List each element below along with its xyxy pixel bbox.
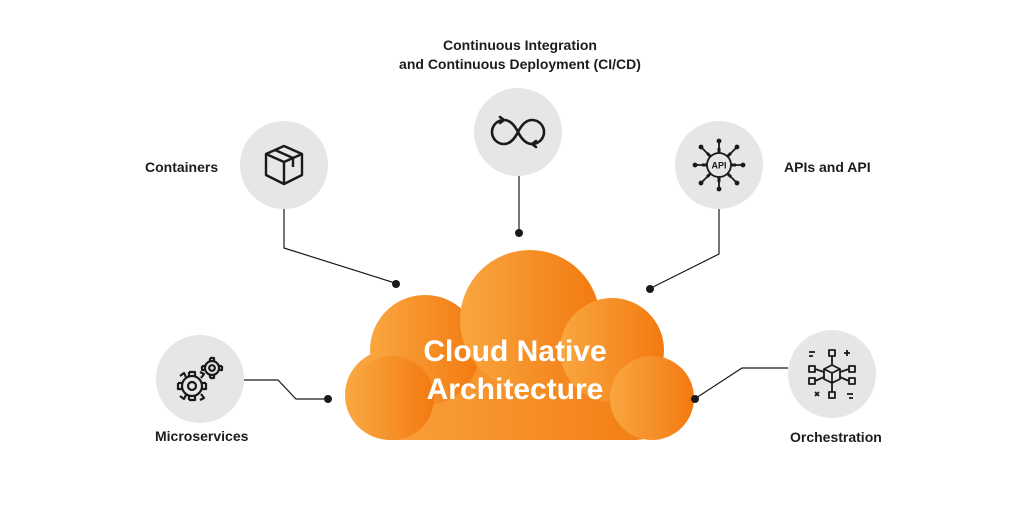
- cloud-shape: [345, 250, 694, 440]
- connector-dot-microservices: [324, 395, 332, 403]
- connector-dot-containers: [392, 280, 400, 288]
- apis-label: APIs and API: [784, 159, 871, 175]
- orchestration-node: [788, 330, 876, 418]
- gears-icon: [176, 356, 224, 402]
- cloud-title: Cloud Native Architecture: [370, 333, 660, 409]
- containers-node: [240, 121, 328, 209]
- connector-apis: [650, 208, 720, 289]
- cicd-node: [474, 88, 562, 176]
- api-gear-icon: API: [692, 138, 746, 192]
- orchestration-label: Orchestration: [790, 429, 882, 445]
- connector-containers: [283, 208, 396, 284]
- apis-node: API: [675, 121, 763, 209]
- cicd-label: Continuous Integration and Continuous De…: [390, 36, 650, 74]
- cicd-label-line1: Continuous Integration: [443, 37, 597, 53]
- microservices-node: [156, 335, 244, 423]
- box-icon: [264, 144, 304, 186]
- containers-label: Containers: [145, 159, 219, 175]
- connector-dot-cicd: [515, 229, 523, 237]
- cloud-title-line2: Architecture: [426, 373, 604, 406]
- microservices-label: Microservices: [155, 428, 249, 444]
- connector-microservices: [244, 379, 327, 400]
- cube-network-icon: [808, 349, 856, 399]
- infinity-sync-icon: [490, 115, 546, 149]
- connector-orchestration: [695, 367, 788, 399]
- cicd-label-line2: and Continuous Deployment (CI/CD): [399, 56, 641, 72]
- cloud-title-line1: Cloud Native: [423, 335, 607, 368]
- api-icon-text: API: [711, 161, 726, 171]
- connector-dot-apis: [646, 285, 654, 293]
- connector-dot-orchestration: [691, 395, 699, 403]
